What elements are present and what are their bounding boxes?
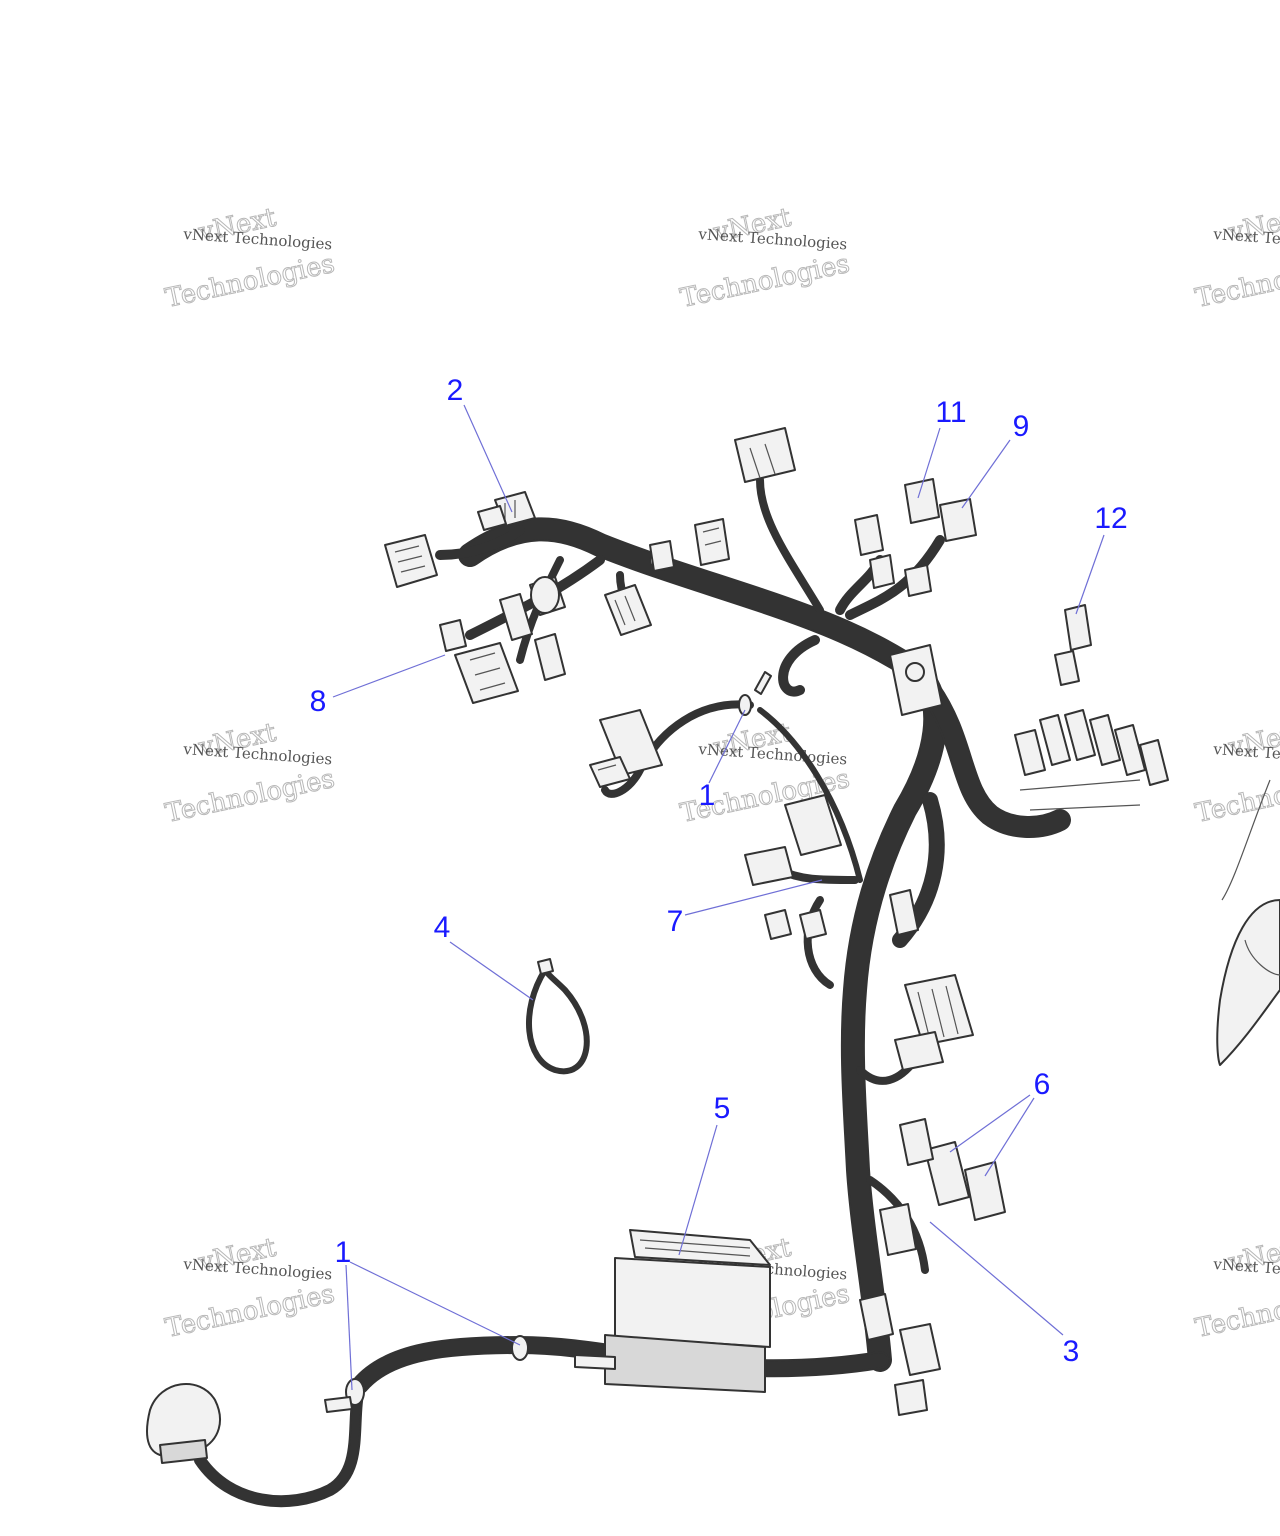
watermark-bottom-right: vNext vNext Technologies Technologies bbox=[1192, 1232, 1280, 1344]
callout-labels: 2 11 9 12 8 1 7 4 5 6 3 1 bbox=[310, 374, 1128, 1368]
connector-item-6 bbox=[439, 619, 519, 704]
callout-1-bottom: 1 bbox=[335, 1236, 352, 1269]
callout-4: 6 bbox=[1034, 1068, 1051, 1101]
watermark-caption: vNext Technologies bbox=[1212, 225, 1280, 253]
callout-12: 5 bbox=[714, 1092, 731, 1125]
callout-2: 2 bbox=[447, 374, 464, 407]
leader-line-1b bbox=[345, 1264, 353, 1391]
leader-line-2 bbox=[463, 404, 513, 513]
connector-item-7 bbox=[904, 498, 977, 597]
callout-3: 3 bbox=[1063, 1335, 1080, 1368]
watermark-caption: vNext Technologies bbox=[1212, 740, 1280, 768]
watermark-caption: vNext Technologies bbox=[182, 740, 333, 768]
connector-mid-grommet bbox=[649, 540, 675, 572]
connector-item-2 bbox=[477, 491, 536, 531]
leader-line-11 bbox=[449, 941, 534, 1001]
fuse-box-item-12 bbox=[574, 1229, 771, 1393]
callout-8: 11 bbox=[935, 396, 966, 429]
connector-item-4 bbox=[899, 1118, 1006, 1221]
watermark-logo-word: Technologies bbox=[163, 764, 338, 829]
leader-line-8 bbox=[917, 427, 941, 499]
watermark-top-left: vNext vNext Technologies Technologies bbox=[162, 202, 338, 314]
connector-relay bbox=[894, 974, 974, 1071]
watermark-logo-word: Technologies bbox=[163, 249, 338, 314]
watermark-logo-word: Technologies bbox=[1193, 249, 1280, 314]
leader-line-9 bbox=[1075, 534, 1105, 615]
leader-line-5 bbox=[684, 879, 823, 916]
watermark-top-center: vNext vNext Technologies Technologies bbox=[677, 202, 853, 314]
leader-line-1-mid bbox=[708, 709, 746, 784]
leader-line-3 bbox=[929, 1221, 1064, 1336]
connector-top-box bbox=[734, 427, 796, 483]
leader-line-4b bbox=[984, 1097, 1035, 1177]
leader-line-7 bbox=[961, 439, 1011, 509]
sensor-plug-bottom-left bbox=[146, 1383, 221, 1464]
leader-line-1a bbox=[349, 1261, 521, 1346]
watermark-logo-word: Technologies bbox=[678, 249, 853, 314]
connector-right-cluster bbox=[1014, 709, 1169, 811]
connector-cluster-left bbox=[499, 576, 652, 681]
watermark-caption: vNext Technologies bbox=[182, 1255, 333, 1283]
watermark-group: vNext vNext Technologies Technologies vN… bbox=[162, 202, 1280, 1344]
leader-line-6 bbox=[332, 654, 446, 698]
callout-1-mid: 1 bbox=[699, 779, 716, 812]
connector-top-left bbox=[384, 534, 438, 588]
watermark-bottom-left: vNext vNext Technologies Technologies bbox=[162, 1232, 338, 1344]
watermark-caption: vNext Technologies bbox=[697, 225, 848, 253]
harness-drawing bbox=[146, 427, 1280, 1508]
watermark-logo-word: Technologies bbox=[1193, 764, 1280, 829]
connector-top-center bbox=[694, 518, 730, 566]
connector-item-9 bbox=[1054, 604, 1092, 686]
watermark-caption: vNext Technologies bbox=[1212, 1255, 1280, 1283]
callout-7: 9 bbox=[1013, 410, 1030, 443]
watermark-logo-word: Technologies bbox=[1193, 1279, 1280, 1344]
partial-part-right-edge bbox=[1216, 779, 1280, 1066]
connector-mid-left-box bbox=[589, 709, 663, 788]
watermark-top-right: vNext vNext Technologies Technologies bbox=[1192, 202, 1280, 314]
leader-line-4a bbox=[949, 1094, 1031, 1153]
watermark-mid-left: vNext vNext Technologies Technologies bbox=[162, 717, 338, 829]
connector-item-3 bbox=[859, 1203, 941, 1416]
cable-tie-item-11 bbox=[526, 958, 590, 1075]
leader-line-12 bbox=[678, 1124, 718, 1256]
callout-9: 12 bbox=[1094, 502, 1127, 535]
connector-mid-cluster bbox=[744, 794, 919, 940]
callout-11: 4 bbox=[434, 911, 451, 944]
watermark-caption: vNext Technologies bbox=[182, 225, 333, 253]
callout-5: 7 bbox=[667, 905, 684, 938]
watermark-caption: vNext Technologies bbox=[697, 740, 848, 768]
callout-6: 8 bbox=[310, 685, 327, 718]
watermark-logo-word: Technologies bbox=[163, 1279, 338, 1344]
connector-item-8 bbox=[854, 478, 940, 589]
watermark-mid-right: vNext vNext Technologies Technologies bbox=[1192, 717, 1280, 829]
clip-item-1-bottom bbox=[324, 671, 772, 1413]
connector-bulkhead-right bbox=[889, 644, 943, 716]
leader-lines bbox=[332, 404, 1105, 1391]
